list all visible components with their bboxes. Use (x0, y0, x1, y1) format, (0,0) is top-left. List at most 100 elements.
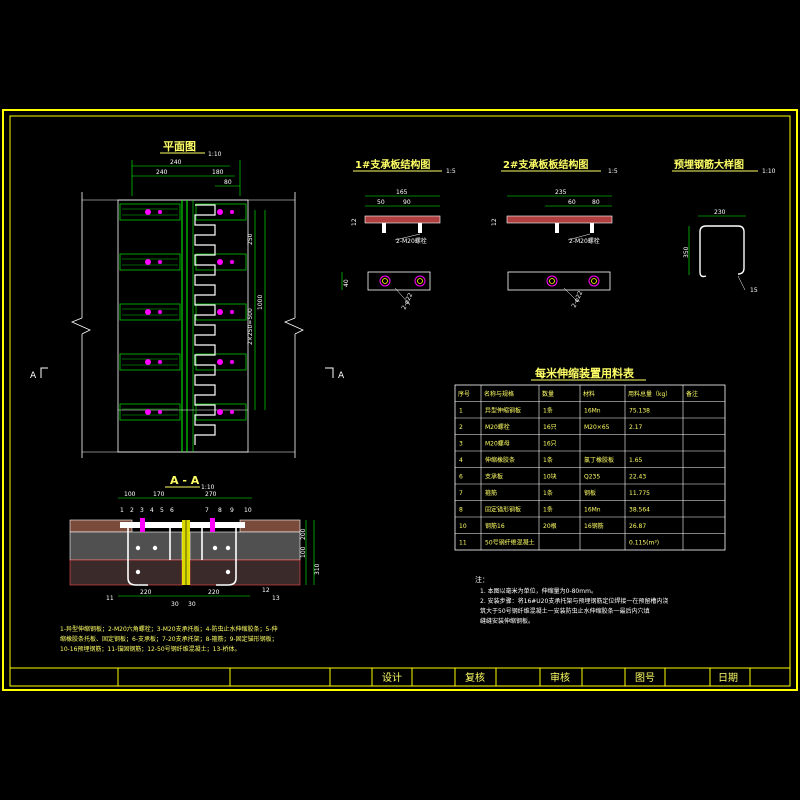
title-block: 设计 复核 审核 图号 日期 (9, 667, 791, 687)
plate1-dim-b: 90 (403, 199, 411, 206)
plan-plate (195, 303, 247, 321)
section-dim-200v: 200 (300, 528, 307, 540)
section-dim-30b: 30 (188, 601, 196, 608)
rebar-dot (212, 545, 218, 551)
callout-number: 5 (160, 507, 164, 514)
plan-plate (195, 253, 247, 271)
rebar-dot (152, 545, 158, 551)
table-header-cell: 用料总量（kg） (628, 390, 671, 398)
plate2-dim-h: 12 (491, 218, 498, 226)
plate2-scale: 1:5 (608, 168, 618, 175)
bolt-icon (158, 360, 162, 364)
table-cell: Q235 (584, 474, 600, 481)
table-title: 每米伸缩装置用料表 (535, 366, 635, 380)
table-cell: 7 (459, 490, 463, 497)
bolt-icon (230, 260, 234, 264)
section-dim-220b: 220 (208, 589, 220, 596)
plate1-detail: 1#支承板结构图 1:5 165 50 90 12 2-M20螺栓 40 2-φ… (341, 158, 456, 311)
callout-number: 3 (140, 507, 144, 514)
plate1-dim-total: 165 (396, 189, 408, 196)
bolt-icon (158, 410, 162, 414)
bolt-icon (145, 309, 151, 315)
table-header-cell: 备注 (686, 390, 698, 398)
rebar-title: 预埋钢筋大样图 (674, 158, 744, 171)
callout-number: 1 (120, 507, 124, 514)
table-cell: 1 (459, 408, 463, 415)
table-cell: 8 (459, 507, 463, 514)
plan-view: 平面图 1:10 240 240 180 80 (30, 140, 345, 458)
table-header-cell: 名称与规格 (484, 390, 514, 398)
notes-line-3: 筑大于50号钢纤维混凝土一安装防虫止水伸缩胶条一最后内穴填 (480, 607, 650, 615)
rebar-dot (225, 569, 231, 575)
table-cell: 38.564 (629, 507, 650, 514)
notes-label: 注： (475, 575, 489, 584)
table-cell: 1.65 (629, 457, 643, 464)
section-title: A - A (170, 474, 200, 487)
bolt-icon (217, 359, 223, 365)
table-header-cell: 序号 (458, 390, 470, 398)
title-audit: 审核 (550, 671, 570, 684)
table-cell: 11.775 (629, 490, 650, 497)
table-cell: 10 (459, 523, 467, 530)
table-cell: 11 (459, 540, 467, 547)
plan-plate (195, 353, 247, 371)
bolt-icon (230, 210, 234, 214)
callout-number: 9 (230, 507, 234, 514)
table-cell: 伸缩橡胶条 (485, 456, 515, 464)
callout-number: 10 (244, 507, 252, 514)
notes-line-1: 1. 本图以毫米为单位，伸缩量为0-80mm。 (480, 587, 597, 595)
table-cell: 钢筋16 (485, 522, 505, 530)
section-dim-100: 100 (124, 491, 136, 498)
table-cell: 氯丁橡胶板 (584, 456, 614, 464)
table-header-cell: 数量 (542, 390, 554, 398)
plan-dim-240b: 240 (156, 169, 168, 176)
rebar-dim-w: 230 (714, 209, 726, 216)
bolt-icon (158, 210, 162, 214)
svg-text:40: 40 (343, 279, 350, 287)
inner-frame (9, 115, 791, 687)
plan-dim-1000: 1000 (257, 295, 264, 310)
table-cell: 16Mn (584, 408, 601, 415)
plan-plate (119, 303, 181, 321)
plan-dim-80: 80 (224, 179, 232, 186)
table-cell: 20根 (543, 522, 557, 530)
table-header-cell: 材料 (583, 390, 595, 398)
plate1-dim-a: 50 (377, 199, 385, 206)
bolt-icon (230, 410, 234, 414)
rebar-scale: 1:10 (762, 168, 776, 175)
callout-number: 7 (205, 507, 209, 514)
table-cell: 4 (459, 457, 463, 464)
comb-teeth (194, 204, 216, 445)
table-cell: 10块 (543, 473, 557, 481)
bolt-icon (145, 359, 151, 365)
table-cell: 16只 (543, 424, 557, 431)
bolt-icon (230, 360, 234, 364)
section-dim-170: 170 (153, 491, 165, 498)
plan-scale: 1:10 (208, 151, 222, 158)
bolt-icon (158, 310, 162, 314)
plate1-bolt-note: 2-M20螺栓 (396, 237, 427, 245)
rebar-dim-hook: 15 (750, 287, 758, 294)
callout-number: 11 (106, 595, 114, 602)
bolt-icon (217, 209, 223, 215)
table-cell: 2 (459, 424, 463, 431)
table-cell: M20螺母 (485, 440, 510, 448)
rebar-detail: 预埋钢筋大样图 1:10 230 350 15 (672, 158, 776, 294)
title-date: 日期 (718, 672, 738, 684)
table-cell: 16钢筋 (584, 522, 604, 530)
concrete-left (69, 531, 183, 561)
plate2-dim-a: 60 (568, 199, 576, 206)
bolt-icon (145, 209, 151, 215)
section-view: A - A 1:10 100 170 270 (69, 474, 321, 608)
table-cell: 2.17 (629, 424, 643, 431)
plate2-title: 2#支承板板结构图 (503, 158, 588, 171)
table-cell: M20螺栓 (485, 423, 510, 431)
table-cell: 6 (459, 474, 463, 481)
callout-number: 4 (150, 507, 154, 514)
title-design: 设计 (382, 671, 402, 684)
section-dim-310v: 310 (314, 563, 321, 575)
bolt-icon (217, 259, 223, 265)
bolt-icon (230, 310, 234, 314)
bolt-icon (145, 409, 151, 415)
